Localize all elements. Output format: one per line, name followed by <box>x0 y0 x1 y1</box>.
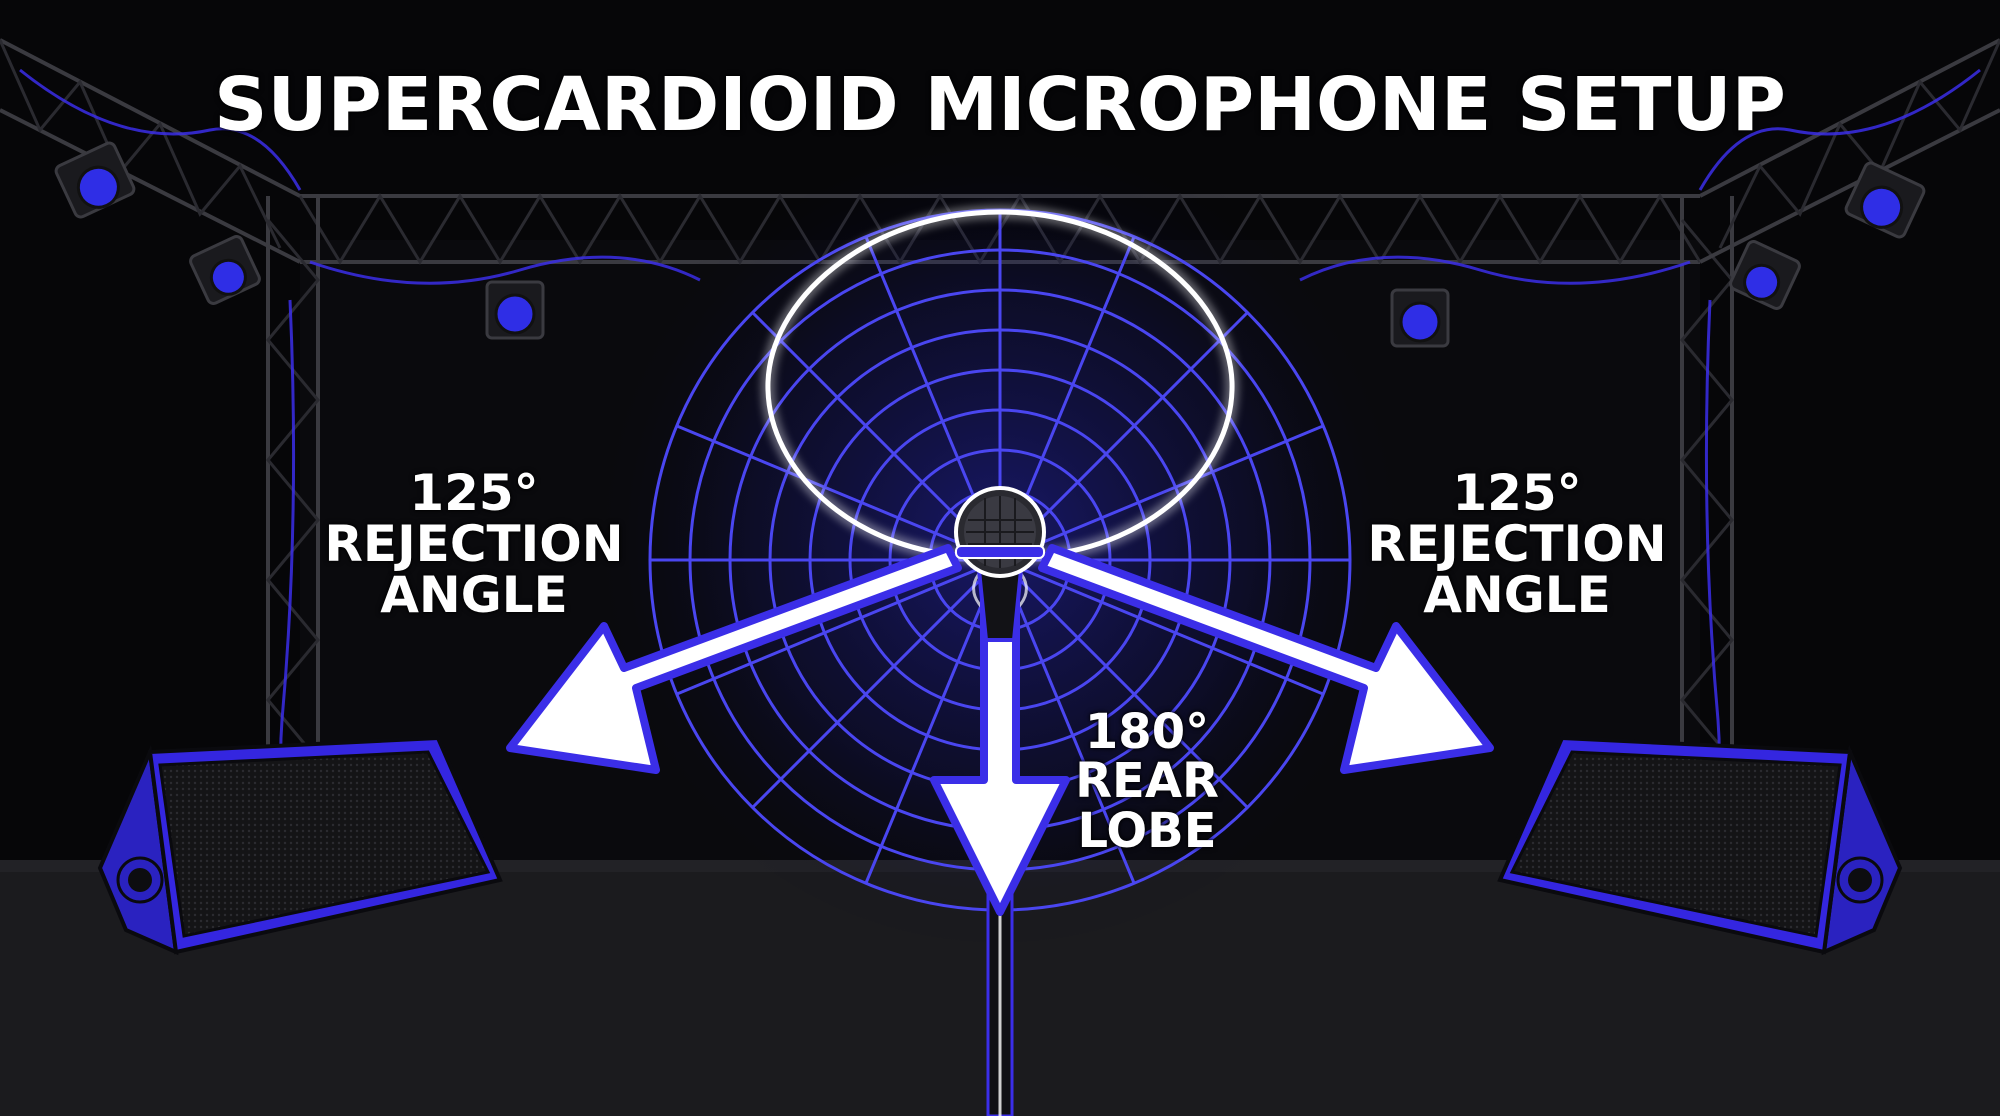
rear-lobe-angle: 180° <box>1084 704 1210 760</box>
page-title: SUPERCARDIOID MICROPHONE SETUP <box>214 62 1786 148</box>
right-rejection-line1: REJECTION <box>1367 515 1667 573</box>
left-rejection-label: 125° REJECTION ANGLE <box>304 468 644 621</box>
speaker-monitor-icon <box>97 735 503 956</box>
arrow-icon <box>506 544 1494 916</box>
right-rejection-line2: ANGLE <box>1423 566 1611 624</box>
speaker-monitor-icon-right <box>1497 735 1903 956</box>
rear-lobe-line1: REAR <box>1075 753 1219 810</box>
left-rejection-line2: ANGLE <box>380 566 568 624</box>
rear-lobe-label: 180° REAR LOBE <box>1037 704 1257 859</box>
left-rejection-line1: REJECTION <box>324 515 624 573</box>
right-rejection-label: 125° REJECTION ANGLE <box>1347 468 1687 621</box>
right-rejection-angle: 125° <box>1452 464 1582 522</box>
rear-lobe-line2: LOBE <box>1077 802 1217 859</box>
stage-light-icon <box>54 141 1926 348</box>
stage-truss <box>0 38 2000 881</box>
left-rejection-angle: 125° <box>409 464 539 522</box>
microphone-icon <box>954 486 1046 642</box>
